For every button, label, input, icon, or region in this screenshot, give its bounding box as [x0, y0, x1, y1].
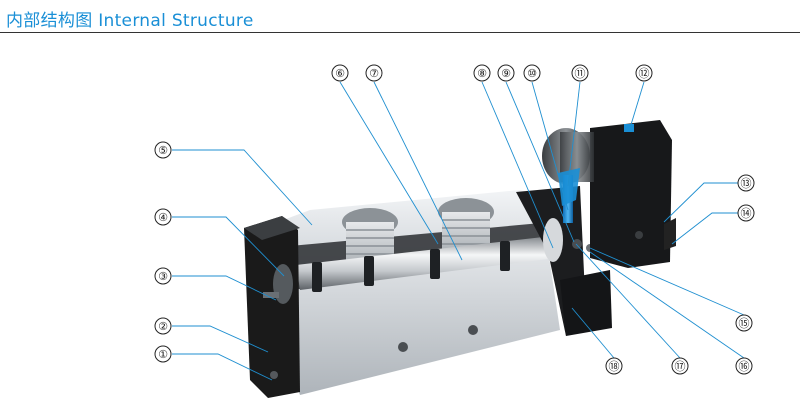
leader-line-10	[531, 81, 569, 211]
leader-line-18	[571, 307, 615, 359]
header: 内部结构图 Internal Structure	[0, 0, 800, 34]
callout-15: ⑮	[735, 314, 753, 332]
svg-text:⑨: ⑨	[501, 67, 511, 80]
leader-line-7	[373, 81, 463, 261]
page-title: 内部结构图 Internal Structure	[6, 11, 254, 31]
leader-line-17	[575, 243, 681, 359]
svg-text:⑩: ⑩	[527, 67, 537, 80]
leader-line-13	[663, 182, 740, 223]
header-divider	[0, 32, 800, 33]
callout-11: ⑪	[571, 64, 589, 82]
svg-text:③: ③	[158, 270, 168, 283]
port-hole	[398, 342, 408, 352]
leader-lines	[172, 81, 745, 381]
callout-8: ⑧	[473, 64, 491, 82]
callout-18: ⑱	[605, 357, 623, 375]
callout-6: ⑥	[331, 64, 349, 82]
callout-1: ①	[154, 345, 172, 363]
callout-7: ⑦	[365, 64, 383, 82]
leader-line-1	[172, 353, 273, 381]
svg-text:⑬: ⑬	[741, 177, 752, 190]
leader-line-12	[629, 81, 645, 129]
svg-text:⑫: ⑫	[639, 67, 650, 80]
callout-14: ⑭	[737, 204, 755, 222]
svg-text:⑤: ⑤	[158, 144, 168, 157]
left-end-cap	[244, 216, 300, 398]
svg-text:⑰: ⑰	[675, 360, 686, 373]
callout-12: ⑫	[635, 64, 653, 82]
spool	[296, 236, 556, 292]
leader-line-5	[172, 149, 313, 226]
svg-text:⑮: ⑮	[739, 317, 750, 330]
leader-line-8	[481, 81, 554, 249]
svg-text:⑧: ⑧	[477, 67, 487, 80]
callout-17: ⑰	[671, 357, 689, 375]
svg-text:④: ④	[158, 211, 168, 224]
svg-text:②: ②	[158, 320, 168, 333]
callout-3: ③	[154, 267, 172, 285]
callout-13: ⑬	[737, 174, 755, 192]
port-hole	[468, 325, 478, 335]
callout-10: ⑩	[523, 64, 541, 82]
leader-line-4	[172, 216, 285, 277]
callout-9: ⑨	[497, 64, 515, 82]
leader-line-2	[172, 325, 269, 353]
svg-text:①: ①	[158, 348, 168, 361]
leader-line-16	[589, 251, 745, 359]
callout-4: ④	[154, 208, 172, 226]
leader-line-14	[671, 212, 740, 245]
svg-text:⑪: ⑪	[575, 67, 586, 80]
svg-text:⑱: ⑱	[609, 360, 620, 373]
leader-line-15	[589, 247, 745, 316]
svg-text:⑦: ⑦	[369, 67, 379, 80]
leader-line-6	[339, 81, 439, 245]
leader-line-3	[172, 275, 277, 301]
callout-16: ⑯	[735, 357, 753, 375]
callout-2: ②	[154, 317, 172, 335]
threaded-port-right	[438, 198, 494, 254]
svg-text:⑥: ⑥	[335, 67, 345, 80]
callout-markers: ① ② ③ ④ ⑤ ⑥ ⑦ ⑧ ⑨ ⑩ ⑪ ⑫ ⑬ ⑭ ⑮ ⑯ ⑰ ⑱	[154, 64, 755, 375]
leader-line-11	[567, 81, 581, 187]
solenoid	[542, 120, 676, 268]
svg-text:⑯: ⑯	[739, 360, 750, 373]
leader-line-9	[505, 81, 575, 243]
valve-body-front	[258, 250, 560, 395]
svg-text:⑭: ⑭	[741, 207, 752, 220]
callout-5: ⑤	[154, 141, 172, 159]
